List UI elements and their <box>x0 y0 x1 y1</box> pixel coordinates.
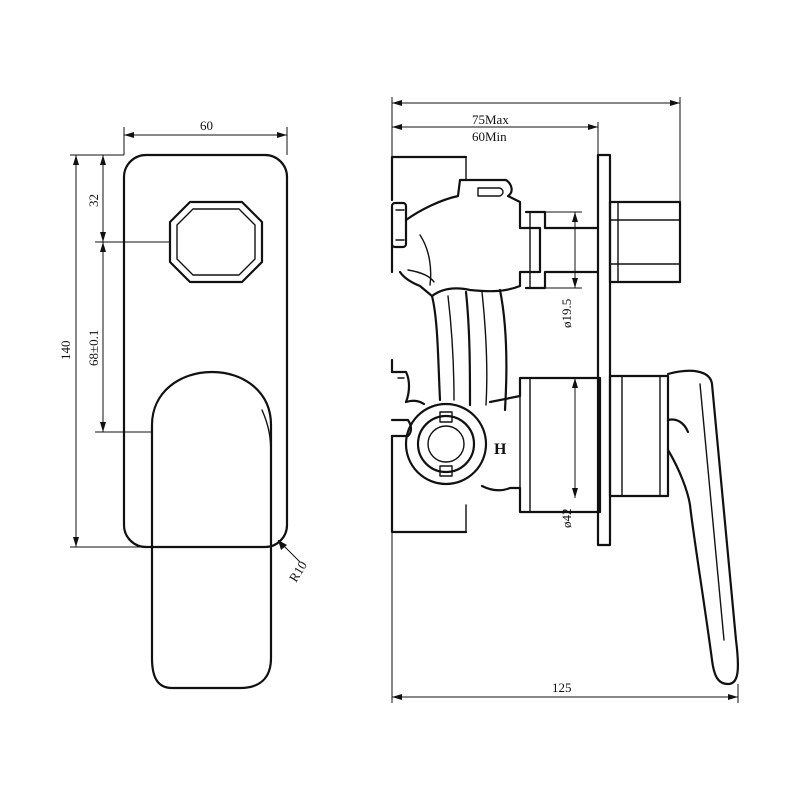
lever-handle <box>150 370 273 690</box>
outlet-ring-outer <box>404 402 488 486</box>
lever-hub <box>608 374 670 498</box>
front-view <box>122 153 289 690</box>
outlet-ring-mid <box>416 414 476 474</box>
dim-diverter-diameter: ø19.5 <box>559 299 574 328</box>
valve-body-lower <box>404 376 602 514</box>
hot-mark: H <box>494 441 507 458</box>
valve-body-ribs <box>430 288 508 412</box>
dim-button-to-lever: 68±0.1 <box>86 330 101 366</box>
mounting-bracket <box>390 155 468 534</box>
dim-top-to-button: 32 <box>86 194 101 207</box>
side-dimensions: 75Max 60Min ø19.5 ø42 125 <box>391 97 739 703</box>
lower-inlet-fitting <box>390 370 413 438</box>
diverter-stem <box>524 210 600 290</box>
valve-body-upper <box>398 178 542 298</box>
top-inlet-fitting <box>390 201 408 249</box>
dim-depth-min: 60Min <box>472 129 507 144</box>
lever-side-profile <box>666 369 739 686</box>
dim-depth-max: 75Max <box>472 112 509 127</box>
dim-front-width: 60 <box>200 118 213 133</box>
wall-flange <box>596 153 612 547</box>
dim-front-height: 140 <box>58 341 73 361</box>
lever-handle-edge <box>261 409 272 461</box>
cover-plate <box>122 153 289 549</box>
side-view: H <box>390 153 739 686</box>
outlet-ring-inner <box>427 425 465 463</box>
diverter-button-side <box>608 200 682 284</box>
diverter-button-inner <box>176 208 256 276</box>
dim-overall-depth: 125 <box>552 680 572 695</box>
diverter-button-outer <box>168 200 264 284</box>
dim-corner-radius: R10 <box>286 558 310 584</box>
dim-lever-hub-diameter: ø42 <box>559 509 574 529</box>
front-dimensions: 60 140 32 68±0.1 R10 <box>58 118 310 585</box>
